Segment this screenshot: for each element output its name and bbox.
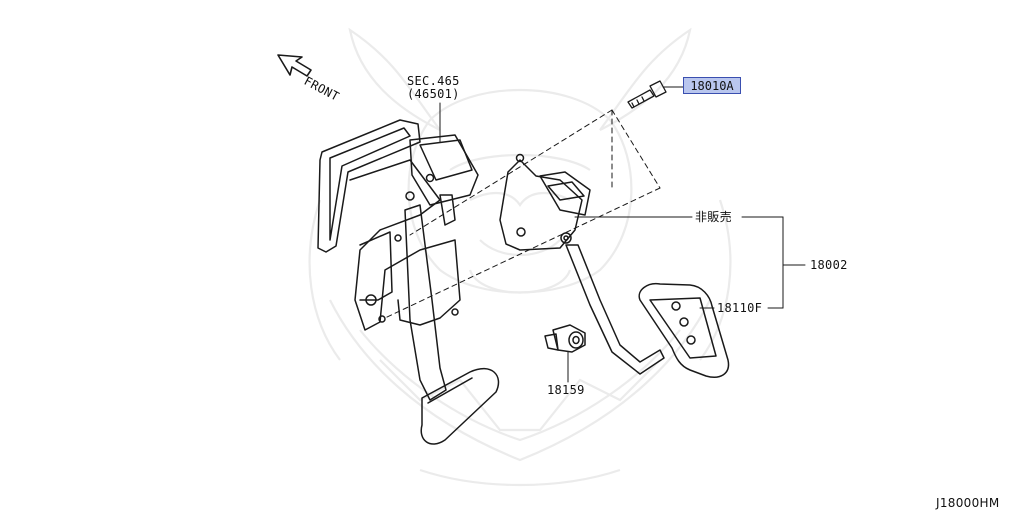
front-arrow-icon [277, 54, 312, 77]
watermark-emblem [308, 27, 732, 487]
section-ref-line2: (46501) [407, 87, 460, 101]
section-ref-line1: SEC.465 [407, 74, 460, 88]
leader-lines [439, 86, 806, 383]
brake-pedal [404, 204, 500, 445]
bolt-part-number-label: 18010A [690, 79, 734, 93]
bolt-part-number-button[interactable]: 18010A [683, 77, 741, 94]
bolt-18010a [627, 80, 667, 109]
stopper-18159 [544, 324, 586, 353]
not-sold-label: 非販売 [695, 210, 732, 224]
pedal-pad-part-number[interactable]: 18110F [717, 301, 763, 315]
stopper-part-number[interactable]: 18159 [547, 383, 585, 397]
accelerator-pedal-pad [638, 282, 730, 378]
dashed-guide-lines [384, 109, 661, 319]
diagram-code: J18000HM [936, 496, 1000, 510]
pedal-bracket [317, 119, 479, 331]
assembly-part-number[interactable]: 18002 [810, 258, 848, 272]
accelerator-bracket [499, 153, 591, 251]
accelerator-arm [565, 244, 665, 375]
